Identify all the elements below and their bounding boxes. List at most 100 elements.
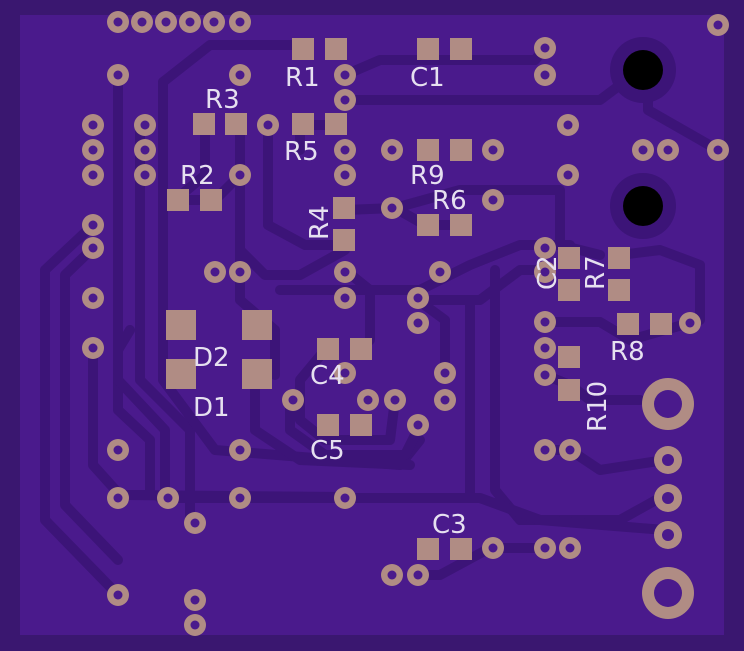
smd-pad	[450, 38, 472, 60]
via-hole	[140, 120, 150, 130]
smd-pad	[417, 38, 439, 60]
via-hole	[88, 120, 98, 130]
via-hole	[113, 590, 123, 600]
trace	[340, 203, 465, 230]
smd-pad	[292, 113, 314, 135]
via-hole	[88, 343, 98, 353]
smd-pad	[317, 338, 339, 360]
via-hole	[563, 170, 573, 180]
via-hole	[235, 170, 245, 180]
smd-pad	[166, 359, 196, 389]
smd-pad	[242, 310, 272, 340]
smd-pad	[650, 313, 672, 335]
via-hole	[413, 318, 423, 328]
trace	[40, 220, 123, 600]
trace	[235, 120, 350, 280]
trace	[285, 395, 425, 460]
label-C2: C2	[533, 255, 563, 290]
label-R5: R5	[284, 137, 319, 167]
via-hole	[413, 570, 423, 580]
label-C4: C4	[310, 361, 345, 391]
label-R3: R3	[205, 85, 240, 115]
via-hole	[340, 267, 350, 277]
via-hole	[413, 420, 423, 430]
via-hole	[88, 220, 98, 230]
via-hole	[209, 17, 219, 27]
via-hole	[210, 267, 220, 277]
via-hole	[390, 395, 400, 405]
via-hole	[235, 493, 245, 503]
via-hole	[488, 543, 498, 553]
mounting-hole-drill	[623, 186, 663, 226]
smd-pad	[166, 310, 196, 340]
via-hole	[540, 543, 550, 553]
mounting-holes	[610, 37, 694, 619]
smd-pad	[450, 139, 472, 161]
smd-pad	[417, 139, 439, 161]
via-hole	[263, 120, 273, 130]
label-R4: R4	[305, 205, 335, 240]
smd-pad	[558, 247, 580, 269]
trace	[295, 345, 400, 445]
mounting-hole-drill	[623, 50, 663, 90]
smd-pad	[333, 197, 355, 219]
via-hole	[540, 243, 550, 253]
trace	[135, 120, 195, 525]
via-hole	[713, 20, 723, 30]
via-hole	[685, 318, 695, 328]
via-pads	[82, 11, 729, 636]
smd-pad	[350, 414, 372, 436]
via-hole	[235, 70, 245, 80]
smd-pad	[317, 414, 339, 436]
via-hole	[340, 170, 350, 180]
smd-pad	[417, 538, 439, 560]
smd-pad	[350, 338, 372, 360]
mounting-hole-drill	[654, 579, 682, 607]
label-R7: R7	[581, 255, 611, 290]
via-hole	[413, 293, 423, 303]
via-hole	[435, 267, 445, 277]
via-hole	[340, 95, 350, 105]
trace	[263, 120, 350, 250]
via-hole	[540, 317, 550, 327]
via-hole	[340, 293, 350, 303]
smd-pads	[166, 38, 672, 560]
label-C5: C5	[310, 436, 345, 466]
via-hole	[540, 43, 550, 53]
label-C3: C3	[432, 510, 467, 540]
via-hole	[113, 493, 123, 503]
via-hole	[387, 145, 397, 155]
trace	[158, 40, 305, 87]
via-hole	[185, 17, 195, 27]
trace	[60, 243, 123, 565]
via-hole	[140, 145, 150, 155]
smd-pad	[617, 313, 639, 335]
smd-pad	[325, 38, 347, 60]
smd-pad	[225, 113, 247, 135]
via-hole	[387, 203, 397, 213]
via-hole	[340, 368, 350, 378]
via-hole	[540, 267, 550, 277]
label-R8: R8	[610, 337, 645, 367]
via-hole	[540, 445, 550, 455]
via-hole	[190, 620, 200, 630]
label-D1: D1	[193, 393, 230, 423]
via-hole	[113, 17, 123, 27]
via-hole	[88, 293, 98, 303]
trace	[540, 445, 670, 475]
smd-pad	[558, 346, 580, 368]
via-hole	[163, 493, 173, 503]
smd-pad	[608, 247, 630, 269]
via-hole	[235, 17, 245, 27]
via-hole	[563, 120, 573, 130]
smd-pad	[325, 113, 347, 135]
smd-pad	[450, 214, 472, 236]
label-D2: D2	[193, 343, 230, 373]
via-hole	[638, 145, 648, 155]
silkscreen: R1 R3 R5 R2 C1 R9 R6 R4 C2 R7 R8 D2 D1 C…	[180, 63, 645, 540]
via-hole	[363, 395, 373, 405]
via-hole	[113, 70, 123, 80]
smd-pad	[608, 279, 630, 301]
label-R9: R9	[410, 161, 445, 191]
via-hole	[488, 195, 498, 205]
